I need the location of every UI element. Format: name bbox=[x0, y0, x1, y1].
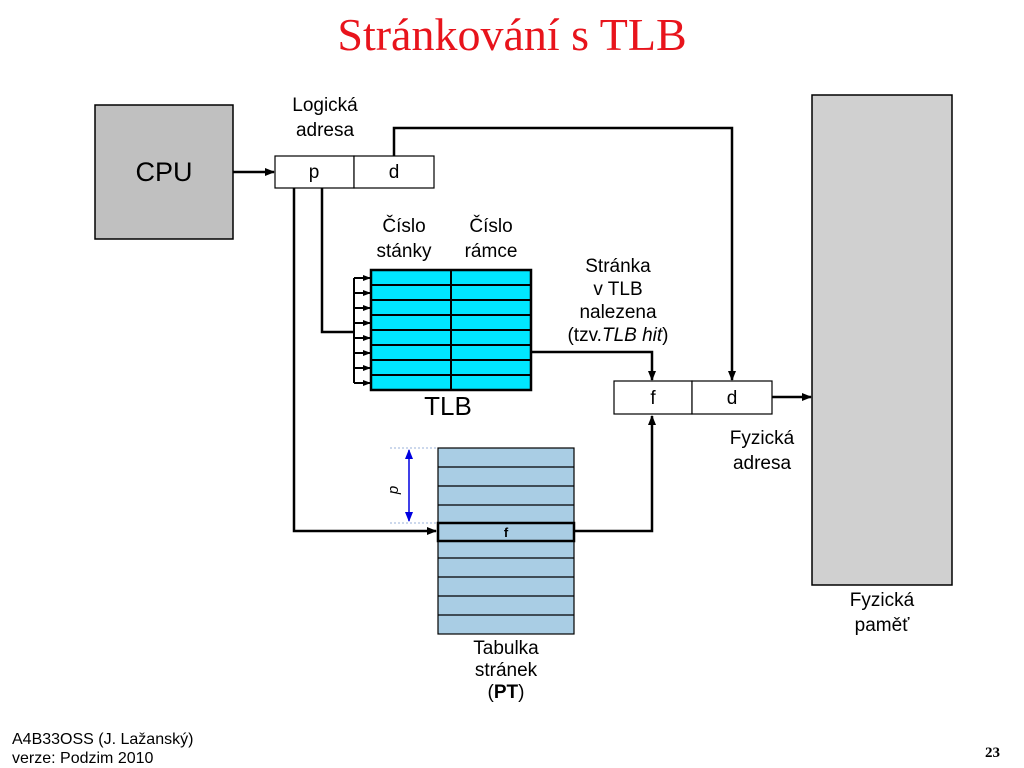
physical-memory-label-2: paměť bbox=[855, 615, 911, 636]
tlb-hit-line4: (tzv.TLB hit) bbox=[567, 325, 668, 346]
offset-d-arrow bbox=[392, 126, 736, 381]
physical-memory-label-1: Fyzická bbox=[850, 590, 915, 611]
tlb-label: TLB bbox=[424, 391, 472, 421]
logical-address-d: d bbox=[389, 162, 400, 183]
cpu-box bbox=[94, 104, 234, 240]
tlb-comb-arrows bbox=[354, 275, 371, 386]
page-table-label-2: stránek bbox=[475, 660, 538, 681]
p-to-tlb-line bbox=[320, 188, 354, 334]
slide-title: Stránkování s TLB bbox=[337, 9, 687, 60]
logical-address-label-2: adresa bbox=[296, 120, 355, 141]
footer: A4B33OSS (J. Lažanský) verze: Podzim 201… bbox=[12, 730, 193, 768]
logical-address-p-cell bbox=[274, 155, 355, 189]
tlb-hit-arrow bbox=[531, 350, 656, 381]
logical-address-p: p bbox=[309, 162, 320, 183]
p-to-page-table-arrow bbox=[292, 188, 437, 535]
physical-address-label-2: adresa bbox=[733, 453, 792, 474]
cpu-label: CPU bbox=[135, 157, 192, 187]
p-dimension-label: p bbox=[385, 486, 402, 495]
physical-address-d: d bbox=[727, 388, 738, 409]
physical-address-d-cell bbox=[691, 380, 773, 415]
tlb-hit-line2: v TLB bbox=[593, 279, 642, 300]
footer-author: A4B33OSS (J. Lažanský) bbox=[12, 731, 194, 748]
physical-address-f-cell bbox=[613, 380, 693, 415]
physical-address-label-1: Fyzická bbox=[730, 428, 795, 449]
tlb-rows bbox=[371, 270, 531, 390]
page-table-to-f-arrow bbox=[574, 415, 656, 533]
logical-address-label-1: Logická bbox=[292, 95, 358, 116]
page-table-label-3: (PT) bbox=[488, 682, 525, 703]
physical-memory bbox=[811, 94, 953, 586]
physical-address-f: f bbox=[650, 388, 656, 409]
tlb-col2-header-1: Číslo bbox=[469, 215, 512, 237]
tlb-hit-line3: nalezena bbox=[579, 302, 657, 323]
tlb-col1-header-1: Číslo bbox=[382, 215, 425, 237]
footer-version: verze: Podzim 2010 bbox=[12, 750, 154, 767]
tlb-col1-header-2: stánky bbox=[377, 241, 432, 262]
tlb-col2-header-2: rámce bbox=[465, 241, 518, 262]
tlb-hit-line1: Stránka bbox=[585, 256, 651, 277]
page-number: 23 bbox=[985, 745, 1000, 761]
page-table-f: f bbox=[504, 525, 509, 540]
page-table-label-1: Tabulka bbox=[473, 638, 539, 659]
